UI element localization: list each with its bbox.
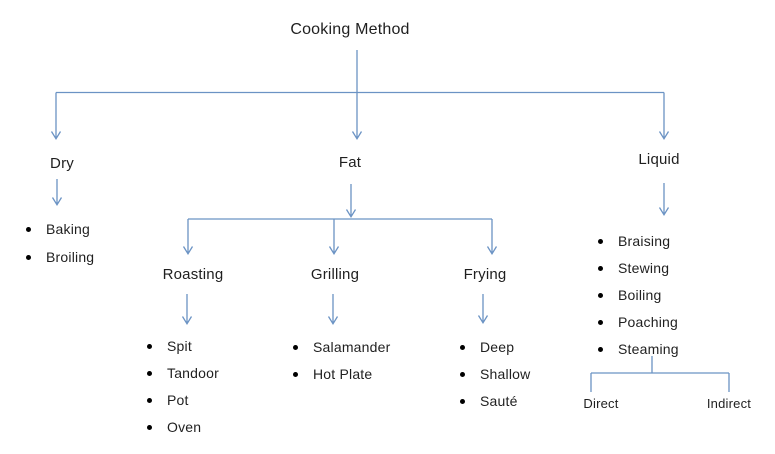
node-dry: Dry [50, 155, 74, 172]
node-frying: Frying [463, 266, 507, 283]
steaming-bracket [590, 356, 730, 392]
list-item: Salamander [292, 334, 391, 361]
node-liquid: Liquid [638, 151, 680, 168]
arrow-to-roasting [182, 219, 194, 256]
list-item: Stewing [597, 255, 679, 282]
node-fat: Fat [338, 154, 362, 171]
list-item: Boiling [597, 282, 679, 309]
list-item: Sauté [459, 388, 530, 415]
dry-items-list: Baking Broiling [25, 215, 94, 271]
list-item: Pot [146, 387, 219, 414]
list-item: Tandoor [146, 360, 219, 387]
list-item: Poaching [597, 309, 679, 336]
grilling-items-list: Salamander Hot Plate [292, 334, 391, 388]
arrow-roasting-to-list [181, 294, 193, 326]
diagram-title: Cooking Method [290, 21, 410, 38]
arrow-frying-to-list [477, 294, 489, 325]
arrow-liquid-to-list [658, 183, 670, 217]
list-item: Oven [146, 414, 219, 441]
roasting-items-list: Spit Tandoor Pot Oven [146, 333, 219, 441]
list-item: Deep [459, 334, 530, 361]
arrow-to-liquid [658, 92, 670, 141]
arrow-to-grilling [328, 219, 340, 256]
list-item: Broiling [25, 243, 94, 271]
frying-items-list: Deep Shallow Sauté [459, 334, 530, 415]
list-item: Shallow [459, 361, 530, 388]
list-item: Hot Plate [292, 361, 391, 388]
arrow-grilling-to-list [327, 294, 339, 326]
node-indirect: Indirect [706, 396, 752, 411]
list-item: Spit [146, 333, 219, 360]
liquid-items-list: Braising Stewing Boiling Poaching Steami… [597, 228, 679, 363]
arrow-fat-to-branch [345, 184, 357, 219]
list-item: Baking [25, 215, 94, 243]
list-item: Braising [597, 228, 679, 255]
arrow-to-dry [50, 92, 62, 141]
arrow-to-fat [351, 92, 363, 141]
arrow-to-frying [486, 219, 498, 256]
node-roasting: Roasting [162, 266, 224, 283]
node-grilling: Grilling [310, 266, 360, 283]
node-direct: Direct [583, 396, 619, 411]
arrow-dry-to-list [51, 179, 63, 207]
list-item: Steaming [597, 336, 679, 363]
